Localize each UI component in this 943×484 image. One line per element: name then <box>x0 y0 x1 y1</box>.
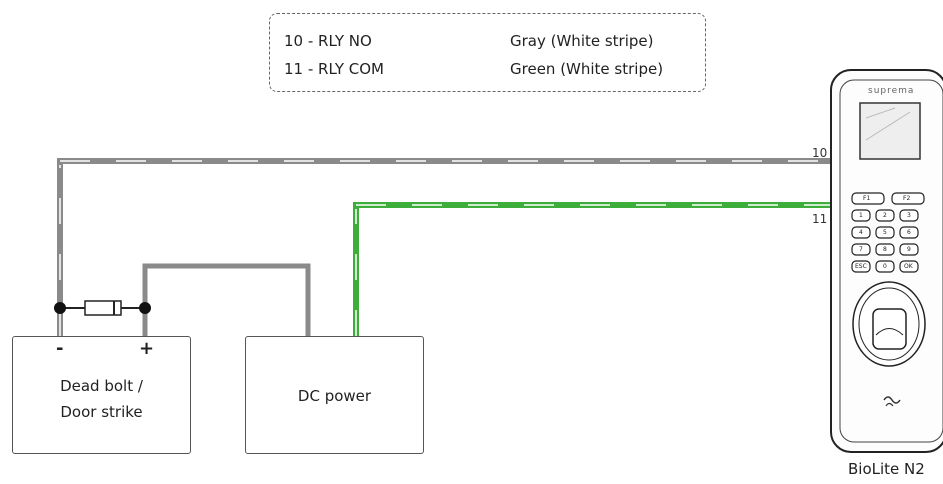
diode <box>54 300 151 316</box>
plus-terminal: + <box>139 338 155 359</box>
key-1[interactable]: 1 <box>859 212 863 219</box>
key-esc[interactable]: ESC <box>855 263 867 270</box>
legend-pin: 11 - RLY COM <box>284 60 384 78</box>
key-5[interactable]: 5 <box>883 229 887 236</box>
key-f1[interactable]: F1 <box>863 195 871 202</box>
brand-logo: suprema <box>868 86 915 96</box>
lock-label-line2: Door strike <box>60 403 143 421</box>
biolite-device <box>830 69 943 453</box>
device-name: BioLite N2 <box>848 460 925 478</box>
wire-legend: 10 - RLY NO Gray (White stripe) 11 - RLY… <box>269 13 706 92</box>
legend-pin: 10 - RLY NO <box>284 32 372 50</box>
lock-label: Dead bolt / Door strike <box>13 373 190 425</box>
power-wire <box>142 263 311 336</box>
key-7[interactable]: 7 <box>859 246 863 253</box>
minus-terminal: - <box>56 338 64 359</box>
key-4[interactable]: 4 <box>859 229 863 236</box>
key-ok[interactable]: OK <box>904 263 913 270</box>
dead-bolt-box: - + Dead bolt / Door strike <box>12 336 191 454</box>
wire-number-11: 11 <box>812 212 828 226</box>
key-2[interactable]: 2 <box>883 212 887 219</box>
green-wire <box>353 202 836 336</box>
key-3[interactable]: 3 <box>907 212 911 219</box>
gray-wire <box>57 158 836 336</box>
dc-power-label: DC power <box>297 387 372 405</box>
key-9[interactable]: 9 <box>907 246 911 253</box>
key-f2[interactable]: F2 <box>903 195 911 202</box>
lock-label-line1: Dead bolt / <box>60 377 143 395</box>
key-6[interactable]: 6 <box>907 229 911 236</box>
legend-color: Green (White stripe) <box>510 60 664 78</box>
key-0[interactable]: 0 <box>883 263 887 270</box>
wire-number-10: 10 <box>812 146 828 160</box>
key-8[interactable]: 8 <box>883 246 887 253</box>
keypad <box>851 192 925 273</box>
dc-power-box: DC power <box>245 336 424 454</box>
legend-color: Gray (White stripe) <box>510 32 654 50</box>
